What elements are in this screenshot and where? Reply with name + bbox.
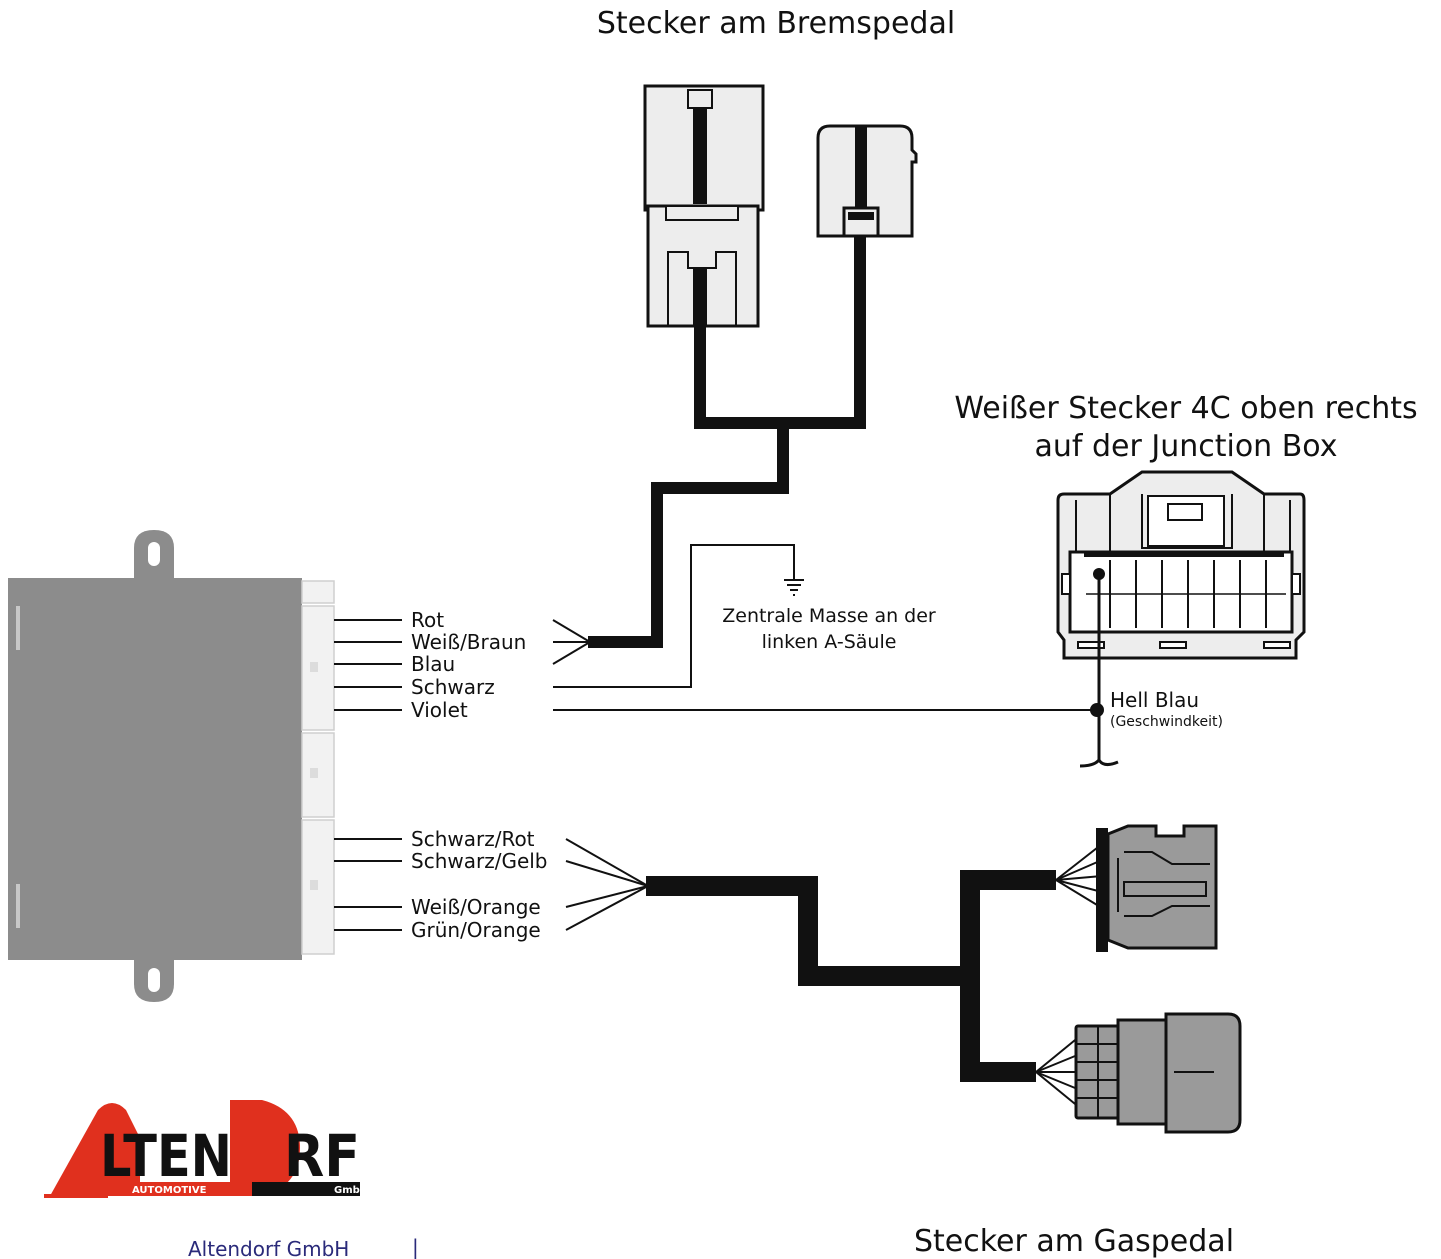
speed-wire-label: Hell Blau	[1110, 688, 1199, 712]
gas-connector-upper	[1096, 824, 1218, 952]
brake-harness-branch	[777, 236, 866, 429]
logo-sub-right: GmbH	[334, 1185, 368, 1196]
footer-separator: |	[412, 1235, 419, 1259]
logo-sub-left: AUTOMOTIVE	[132, 1185, 207, 1196]
wire-label-blau: Blau	[411, 652, 455, 676]
junction-box-connector	[1056, 470, 1306, 660]
logo-text-main: LTEN	[100, 1122, 232, 1190]
altendorf-logo: A LTEN RF AUTOMOTIVE GmbH	[44, 1100, 368, 1198]
ground-label-line2: linken A-Säule	[762, 631, 897, 653]
ground-wire	[553, 544, 795, 688]
brake-connector-right	[816, 124, 918, 238]
ground-symbol-icon	[784, 579, 804, 596]
brake-wire-fan	[552, 619, 591, 665]
wire-label-schwarz-rot: Schwarz/Rot	[411, 827, 535, 851]
speed-wire-sublabel: (Geschwindkeit)	[1110, 714, 1223, 730]
speed-tap-wire	[1079, 574, 1119, 768]
wire-label-weiss-braun: Weiß/Braun	[411, 630, 526, 654]
wire-label-rot: Rot	[411, 608, 444, 632]
footer-company: Altendorf GmbH	[188, 1237, 349, 1259]
title-brake-connector: Stecker am Bremspedal	[597, 6, 955, 41]
gas-fan-lower	[1035, 1035, 1081, 1109]
gas-harness-branch	[960, 870, 1056, 1072]
brake-connector-left	[643, 84, 765, 328]
gas-connector-lower	[1074, 1012, 1242, 1134]
logo-text-end: RF	[284, 1122, 360, 1190]
gas-fan-upper	[1055, 843, 1103, 909]
top-wire-stubs	[334, 619, 402, 711]
wire-label-gruen-orange: Grün/Orange	[411, 918, 541, 942]
wire-label-schwarz-gelb: Schwarz/Gelb	[411, 849, 548, 873]
gas-wire-fan	[565, 838, 649, 931]
bottom-wire-stubs	[334, 838, 402, 931]
gas-harness	[646, 876, 970, 986]
title-junction-line2: auf der Junction Box	[1034, 429, 1337, 464]
wire-label-schwarz: Schwarz	[411, 675, 495, 699]
title-junction-line1: Weißer Stecker 4C oben rechts	[954, 391, 1417, 426]
control-module	[8, 530, 335, 1002]
brake-harness	[588, 318, 789, 648]
wire-label-violet: Violet	[411, 698, 468, 722]
wire-label-weiss-orange: Weiß/Orange	[411, 895, 541, 919]
title-gas-connector: Stecker am Gaspedal	[914, 1224, 1234, 1259]
ground-label-line1: Zentrale Masse an der	[722, 605, 936, 627]
